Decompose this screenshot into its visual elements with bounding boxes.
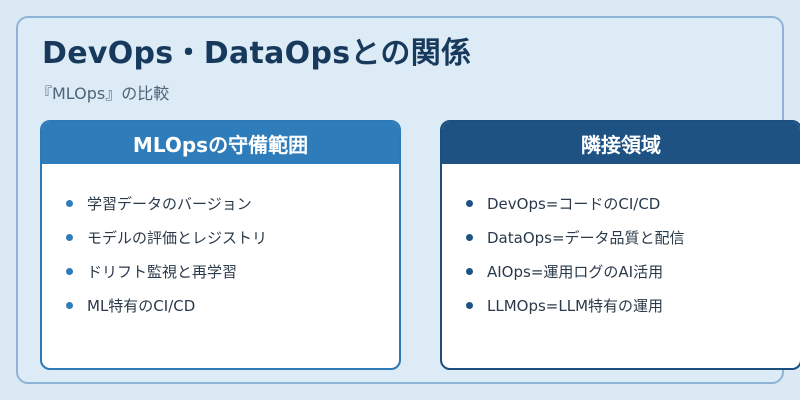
bullet-icon [66,199,73,207]
list-item: ML特有のCI/CD [66,288,399,322]
list-item: AIOps=運用ログのAI活用 [466,254,800,288]
list-item: DataOps=データ品質と配信 [466,220,800,254]
bullet-icon [66,267,73,275]
list-item: ドリフト監視と再学習 [66,254,399,288]
list-item: モデルの評価とレジストリ [66,220,399,254]
list-item-label: AIOps=運用ログのAI活用 [487,262,664,281]
mlops-scope-list: 学習データのバージョン モデルの評価とレジストリ ドリフト監視と再学習 ML特有… [42,164,399,322]
bullet-icon [466,199,473,207]
list-item-label: LLMOps=LLM特有の運用 [487,296,664,315]
bullet-icon [66,233,73,241]
bullet-icon [466,233,473,241]
adjacent-areas-list: DevOps=コードのCI/CD DataOps=データ品質と配信 AIOps=… [442,164,800,322]
list-item-label: モデルの評価とレジストリ [87,228,268,247]
list-item-label: ML特有のCI/CD [87,296,196,315]
mlops-scope-card: MLOpsの守備範囲 学習データのバージョン モデルの評価とレジストリ ドリフト… [40,120,401,370]
page-title: DevOps・DataOpsとの関係 [42,36,472,71]
page-subtitle: 『MLOps』の比較 [36,84,170,103]
bullet-icon [466,301,473,309]
list-item-label: DevOps=コードのCI/CD [487,194,661,213]
bullet-icon [66,301,73,309]
adjacent-areas-card: 隣接領域 DevOps=コードのCI/CD DataOps=データ品質と配信 A… [440,120,800,370]
list-item-label: DataOps=データ品質と配信 [487,228,685,247]
bullet-icon [466,267,473,275]
list-item: 学習データのバージョン [66,186,399,220]
mlops-scope-header: MLOpsの守備範囲 [42,122,399,164]
list-item-label: 学習データのバージョン [87,194,252,213]
adjacent-areas-header: 隣接領域 [442,122,800,164]
list-item: DevOps=コードのCI/CD [466,186,800,220]
list-item: LLMOps=LLM特有の運用 [466,288,800,322]
list-item-label: ドリフト監視と再学習 [87,262,238,281]
